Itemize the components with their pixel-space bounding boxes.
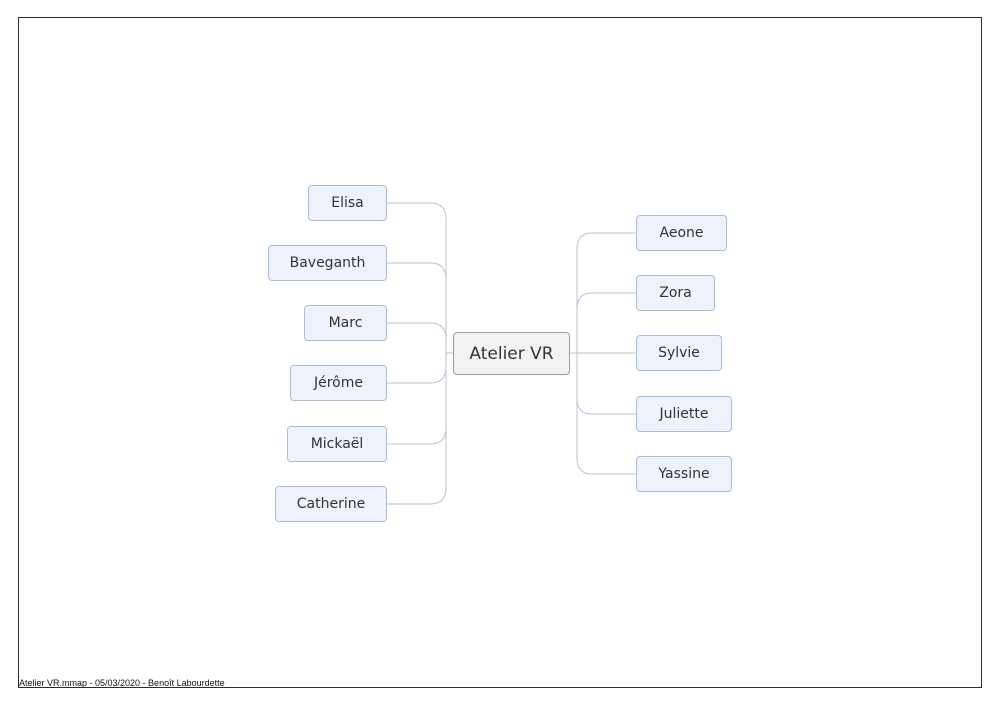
connector-marc	[387, 322, 447, 340]
central-topic[interactable]: Atelier VR	[453, 332, 570, 375]
connector-juliette	[576, 397, 636, 415]
topic-aeone[interactable]: Aeone	[636, 215, 727, 251]
topic-yassine[interactable]: Yassine	[636, 456, 732, 492]
topic-elisa[interactable]: Elisa	[308, 185, 387, 221]
footer-caption: Atelier VR.mmap - 05/03/2020 - Benoît La…	[19, 678, 225, 688]
connector-aeone	[576, 232, 636, 475]
topic-jerome[interactable]: Jérôme	[290, 365, 387, 401]
topic-catherine[interactable]: Catherine	[275, 486, 387, 522]
connector-baveganth	[387, 262, 447, 280]
topic-marc[interactable]: Marc	[304, 305, 387, 341]
topic-mickael[interactable]: Mickaël	[287, 426, 387, 462]
topic-zora[interactable]: Zora	[636, 275, 715, 311]
topic-sylvie[interactable]: Sylvie	[636, 335, 722, 371]
connector-jerome	[387, 366, 447, 384]
connector-elisa	[387, 202, 447, 353]
connector-mickael	[387, 427, 447, 445]
connector-zora	[576, 292, 636, 310]
topic-baveganth[interactable]: Baveganth	[268, 245, 387, 281]
topic-juliette[interactable]: Juliette	[636, 396, 732, 432]
connector-catherine	[387, 353, 447, 505]
